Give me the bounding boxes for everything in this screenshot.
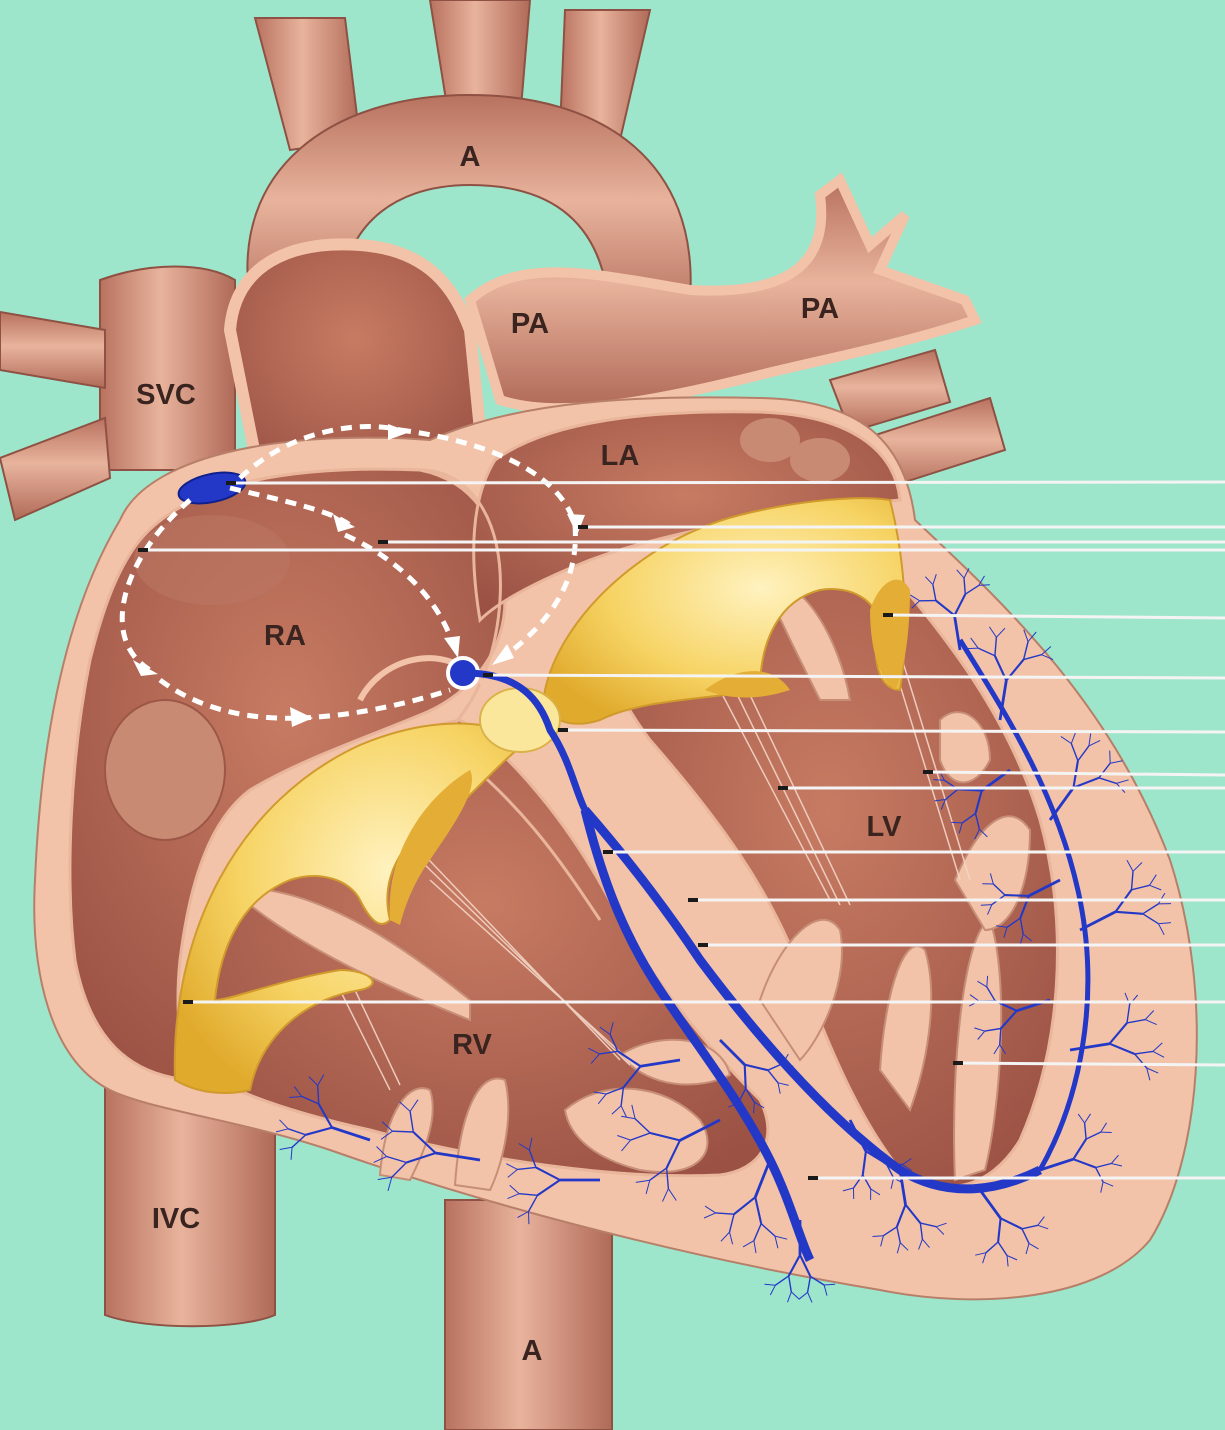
purkinje-fiber <box>886 1164 902 1165</box>
leader-pointer <box>923 770 933 774</box>
leader-pointer <box>688 898 698 902</box>
leader-pointer <box>558 728 568 732</box>
leader-pointer <box>953 1061 963 1065</box>
leader-pointer <box>883 613 893 617</box>
purkinje-fiber <box>745 1065 746 1089</box>
leader-pointer <box>603 850 613 854</box>
leader-line <box>955 1063 1225 1065</box>
purkinje-fiber <box>979 585 990 586</box>
label-left-atrium: LA <box>601 440 640 472</box>
leader-pointer <box>778 786 788 790</box>
purkinje-fiber <box>318 1085 319 1104</box>
purkinje-fiber <box>1110 751 1111 764</box>
label-aorta-top: A <box>460 141 481 173</box>
purkinje-fiber <box>1005 895 1029 896</box>
label-right-atrium: RA <box>264 620 306 652</box>
label-ivc: IVC <box>152 1203 200 1235</box>
leader-pointer <box>226 481 236 485</box>
leader-pointer <box>483 673 493 677</box>
leader-pointer <box>138 548 148 552</box>
label-right-ventricle: RV <box>452 1029 492 1061</box>
purkinje-fiber <box>933 780 944 781</box>
label-pulmonary-artery-right: PA <box>801 293 839 325</box>
leader-line <box>560 730 1225 732</box>
leader-pointer <box>698 943 708 947</box>
leader-line <box>228 482 1225 483</box>
superior-vena-cava <box>100 267 235 471</box>
leader-pointer <box>578 525 588 529</box>
label-pulmonary-artery-left: PA <box>511 308 549 340</box>
label-left-ventricle: LV <box>867 811 903 843</box>
label-svc: SVC <box>136 379 196 411</box>
purkinje-fiber <box>966 648 979 649</box>
label-aorta-bottom: A <box>522 1335 543 1367</box>
purkinje-fiber <box>951 822 962 823</box>
coronary-sinus-opening <box>105 700 225 840</box>
purkinje-fiber <box>393 1131 414 1132</box>
purkinje-fiber <box>981 905 992 906</box>
leader-pointer <box>378 540 388 544</box>
purkinje-fiber <box>824 1284 835 1285</box>
leader-pointer <box>183 1000 193 1004</box>
leader-pointer <box>808 1176 818 1180</box>
descending-aorta <box>445 1200 612 1430</box>
